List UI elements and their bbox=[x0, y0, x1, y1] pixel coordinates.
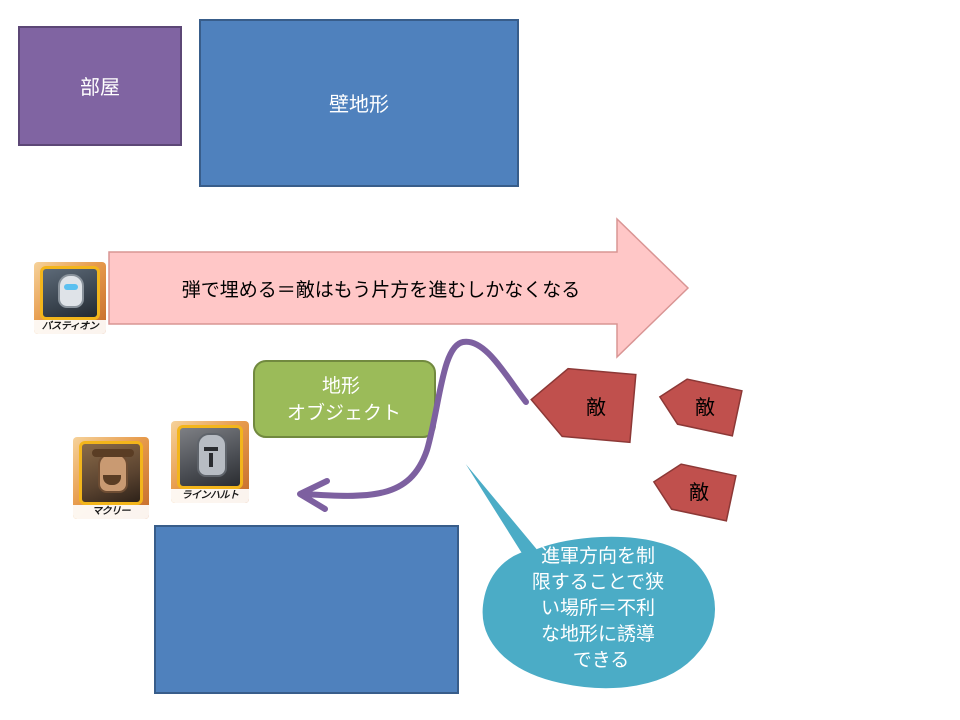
callout-bubble: 進軍方向を制 限することで狭 い場所＝不利 な地形に誘導 できる bbox=[456, 451, 717, 691]
wall-terrain-label: 壁地形 bbox=[329, 92, 389, 116]
mccree-portrait: マクリー bbox=[73, 437, 149, 519]
room-label: 部屋 bbox=[80, 75, 120, 99]
room-box: 部屋 bbox=[18, 26, 182, 146]
portrait-frame bbox=[177, 425, 243, 489]
enemy-label-3: 敵 bbox=[689, 480, 709, 504]
enemy-label-2: 敵 bbox=[695, 395, 715, 419]
terrain-object-line-2: オブジェクト bbox=[287, 401, 401, 424]
terrain-object-line-1: 地形 bbox=[322, 375, 360, 397]
enemy-marker-1: 敵 bbox=[530, 367, 637, 444]
callout-text: 進軍方向を制 限することで狭 い場所＝不利 な地形に誘導 できる bbox=[532, 545, 670, 671]
reinhardt-name: ラインハルト bbox=[171, 489, 249, 503]
bastion-portrait: バスティオン bbox=[34, 262, 106, 334]
bastion-icon bbox=[58, 274, 84, 308]
wall-terrain-box: 壁地形 bbox=[199, 19, 519, 187]
mccree-name: マクリー bbox=[73, 505, 149, 519]
terrain-object-label: 地形 オブジェクト bbox=[287, 375, 401, 424]
reinhardt-portrait: ラインハルト bbox=[171, 421, 249, 503]
mccree-icon bbox=[92, 449, 134, 493]
terrain-object-box: 地形 オブジェクト bbox=[253, 360, 436, 438]
bottom-wall-box bbox=[154, 525, 459, 694]
fire-direction-arrow: 弾で埋める＝敵はもう片方を進むしかなくなる bbox=[108, 217, 690, 359]
enemy-label-1: 敵 bbox=[586, 395, 606, 419]
reinhardt-icon bbox=[197, 433, 227, 477]
callout-line-2: 限することで狭 bbox=[532, 571, 664, 593]
callout-line-3: い場所＝不利 bbox=[541, 597, 655, 619]
fire-direction-label: 弾で埋める＝敵はもう片方を進むしかなくなる bbox=[182, 279, 580, 301]
callout-line-1: 進軍方向を制 bbox=[541, 545, 655, 567]
enemy-path-arrow bbox=[297, 338, 529, 512]
callout-line-4: な地形に誘導 bbox=[541, 623, 655, 645]
enemy-marker-3: 敵 bbox=[652, 463, 737, 522]
bastion-name: バスティオン bbox=[34, 320, 106, 334]
enemy-marker-2: 敵 bbox=[658, 378, 743, 437]
callout-line-5: できる bbox=[573, 649, 630, 671]
